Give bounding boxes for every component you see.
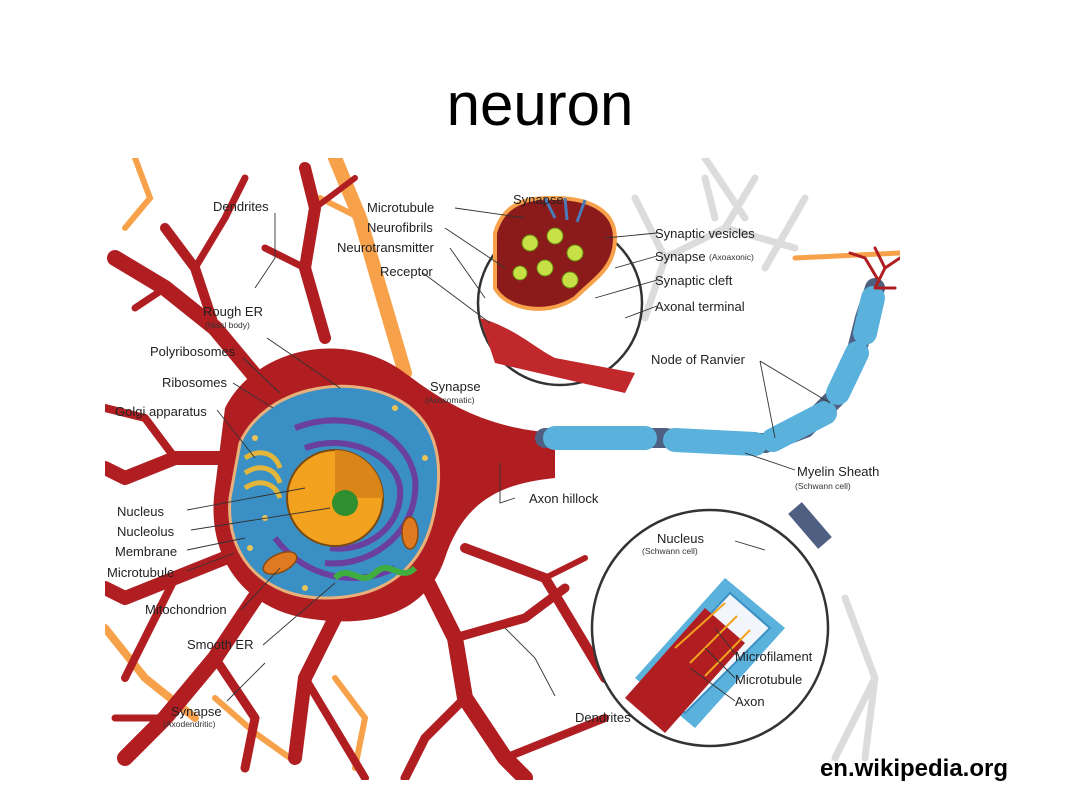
label-inset-receptor: Receptor (380, 264, 433, 279)
label-membrane: Membrane (115, 544, 177, 559)
source-credit: en.wikipedia.org (819, 755, 1008, 782)
rough-er (272, 417, 419, 581)
synaptic-vesicles (512, 227, 584, 289)
label-inset-synaptic-cleft: Synaptic cleft (655, 273, 733, 288)
label-inset-microfilament: Microfilament (735, 649, 813, 664)
label-inset-microtubule-2: Microtubule (735, 672, 802, 687)
label-synapse-axodendritic: Synapse (171, 704, 222, 719)
label-synapse-axodendritic-sub: (Axodendritic) (163, 719, 216, 729)
axon-crosssection-inset (590, 502, 832, 748)
label-inset-synapse-axoaxonic-sub: (Axoaxonic) (709, 252, 754, 262)
nucleolus (332, 490, 358, 516)
label-inset-synapse-axoaxonic: Synapse (655, 249, 706, 264)
label-inset-axonal-terminal: Axonal terminal (655, 299, 745, 314)
mitochondria (262, 516, 419, 575)
label-myelin-sheath: Myelin Sheath (797, 464, 879, 479)
slide-title: neuron (446, 71, 634, 138)
label-node-of-ranvier: Node of Ranvier (651, 352, 746, 367)
label-inset-synapse: Synapse (513, 192, 564, 207)
background-neurons (631, 158, 879, 762)
label-golgi: Golgi apparatus (115, 404, 207, 419)
golgi-apparatus (243, 450, 283, 499)
label-inset-neurotransmitter: Neurotransmitter (337, 240, 434, 255)
label-myelin-sheath-sub: (Schwann cell) (795, 481, 851, 491)
label-inset-microtubule: Microtubule (367, 200, 434, 215)
leader-lines (186, 207, 831, 702)
label-synapse-axosomatic-sub: (Axosomatic) (425, 395, 475, 405)
label-inset-nucleus: Nucleus (657, 531, 704, 546)
labels: Dendrites Rough ER (Nissl body) Polyribo… (107, 192, 879, 729)
axon (535, 246, 900, 456)
label-synapse-axosomatic: Synapse (430, 379, 481, 394)
synapse-inset (476, 195, 644, 393)
dendrite-branches (105, 162, 610, 780)
smooth-er (332, 565, 418, 581)
label-ribosomes: Ribosomes (162, 375, 228, 390)
label-dendrites-bottom: Dendrites (575, 710, 631, 725)
label-rough-er: Rough ER (203, 304, 263, 319)
neuron-diagram: Dendrites Rough ER (Nissl body) Polyribo… (105, 158, 900, 780)
label-inset-axon: Axon (735, 694, 765, 709)
axon-terminal (848, 246, 900, 290)
label-smooth-er: Smooth ER (187, 637, 253, 652)
label-inset-neurofibrils: Neurofibrils (367, 220, 433, 235)
label-microtubule: Microtubule (107, 565, 174, 580)
label-inset-nucleus-sub: (Schwann cell) (642, 546, 698, 556)
label-axon-hillock: Axon hillock (529, 491, 599, 506)
nucleus-cutaway (335, 450, 383, 498)
label-polyribosomes: Polyribosomes (150, 344, 236, 359)
label-rough-er-sub: (Nissl body) (205, 320, 250, 330)
myelin-segments (543, 286, 885, 456)
label-mitochondrion: Mitochondrion (145, 602, 227, 617)
label-nucleus: Nucleus (117, 504, 164, 519)
label-inset-synaptic-vesicles: Synaptic vesicles (655, 226, 755, 241)
label-dendrites-top: Dendrites (213, 199, 269, 214)
label-nucleolus: Nucleolus (117, 524, 175, 539)
